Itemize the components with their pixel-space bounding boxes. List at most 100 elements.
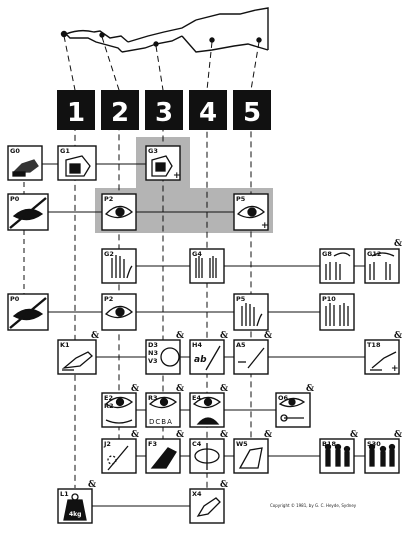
amp-W5: & [264, 430, 272, 440]
hands-regrasp-icon [369, 252, 395, 280]
code-F3: F3 [148, 440, 157, 448]
code-N3: N3 [148, 349, 158, 357]
kg-text: 4kg [69, 511, 81, 518]
column-headers: 1 2 3 4 5 [57, 90, 271, 130]
amp-T18: & [394, 331, 402, 341]
amp-G12: & [394, 239, 402, 249]
two-hands-icon [195, 256, 217, 278]
pen-align-icon [107, 445, 129, 471]
eye-key-icon [278, 397, 306, 422]
hand-apply-pressure-icon [196, 497, 221, 517]
code-V3: V3 [148, 357, 158, 365]
bend-people-icon [324, 443, 351, 467]
eye-inspect-icon [192, 396, 222, 425]
ampersand-markers: & & & & & & & & & & & & & & & & & & [88, 239, 402, 490]
column-5-label: 5 [243, 98, 261, 128]
code-P0a: P0 [10, 195, 20, 203]
plus-T18: + [391, 364, 399, 374]
eye-icon-2 [104, 305, 134, 319]
column-2-label: 2 [111, 98, 129, 128]
turn-key-icon [370, 351, 397, 371]
amp-X4: & [220, 480, 228, 490]
amp-R3: & [176, 384, 184, 394]
code-O6: O6 [278, 394, 289, 402]
column-1-label: 1 [67, 98, 85, 128]
amp-S30: & [394, 430, 402, 440]
copyright-notice: Copyright © 1981, by G. C. Heyde, Sydney [270, 503, 357, 508]
amp-C4: & [220, 430, 228, 440]
pencil-write-icon [205, 345, 221, 371]
code-P5a: P5 [236, 195, 246, 203]
code-R3: R3 [148, 394, 158, 402]
eye-plus-icon [236, 205, 266, 219]
amp-A5: & [264, 331, 272, 341]
amp-F3: & [176, 430, 184, 440]
code-P10: P10 [322, 295, 336, 303]
code-E2: E2 [104, 394, 113, 402]
hands-grasp-icon [325, 252, 351, 280]
code-G0: G0 [10, 147, 20, 155]
pencil-mark-icon [238, 347, 265, 369]
code-P0b: P0 [10, 295, 20, 303]
sit-stand-icon [368, 443, 396, 467]
amp-J2: & [131, 430, 139, 440]
key-press-icon [61, 351, 93, 371]
code-K1: K1 [60, 341, 70, 349]
amp-E2: & [131, 384, 139, 394]
code-W5: W5 [236, 440, 248, 448]
code-P5b: P5 [236, 295, 246, 303]
code-G1: G1 [60, 147, 70, 155]
code-D3: D3 [148, 341, 158, 349]
code-H4: H4 [192, 341, 202, 349]
code-P2a: P2 [104, 195, 113, 203]
code-T18: T18 [367, 341, 381, 349]
amp-B18: & [350, 430, 358, 440]
dcba-text: DCBA [149, 418, 173, 426]
plus-G3: + [173, 171, 181, 181]
activity-boxes [7, 145, 400, 524]
ab-text: ab [194, 355, 207, 365]
foot-icon [150, 447, 177, 469]
code-G2: G2 [104, 250, 114, 258]
pictogram-text: ab DCBA 4kg + + + [69, 171, 399, 518]
code-C4: C4 [192, 440, 202, 448]
amp-L1: & [88, 480, 96, 490]
pictograms [9, 155, 397, 521]
hand-open-icon [111, 255, 133, 279]
code-G3: G3 [148, 147, 158, 155]
code-L1: L1 [60, 490, 69, 498]
weight-icon [63, 493, 87, 521]
grasp-icon [65, 155, 91, 177]
code-labels: G0 G1 G3 P0 P2 P5 G2 G4 G8 G12 P0 P2 P5 … [10, 147, 381, 498]
code-G8: G8 [322, 250, 332, 258]
amp-K1: & [91, 331, 99, 341]
eye-read-icon [148, 396, 178, 409]
amp-D3: & [176, 331, 184, 341]
hand-touch-icon [12, 159, 39, 177]
amp-H4: & [220, 331, 228, 341]
code-B18: B18 [322, 440, 336, 448]
code-P2b: P2 [104, 295, 113, 303]
code-G4: G4 [192, 250, 202, 258]
crank-icon [194, 443, 220, 470]
amp-E4: & [220, 384, 228, 394]
code-R2: R2 [104, 402, 114, 410]
grasp-plus-icon [151, 155, 173, 177]
head-icon [160, 347, 180, 367]
eye-icon [104, 205, 134, 219]
code-J2: J2 [103, 440, 111, 448]
code-S30: S30 [367, 440, 381, 448]
walk-step-icon [238, 447, 263, 469]
column-4-label: 4 [199, 98, 217, 128]
column-3-label: 3 [155, 98, 173, 128]
code-E4: E4 [192, 394, 201, 402]
crossed-eye-icon-2 [9, 297, 47, 329]
amp-O6: & [306, 384, 314, 394]
crossed-eye-icon [9, 197, 47, 229]
two-hands-place-icon [325, 303, 349, 326]
arm-illustration [60, 7, 269, 53]
eye-focus-icon [104, 396, 134, 424]
plus-P5: + [261, 221, 269, 231]
hand-place-icon [241, 303, 263, 327]
